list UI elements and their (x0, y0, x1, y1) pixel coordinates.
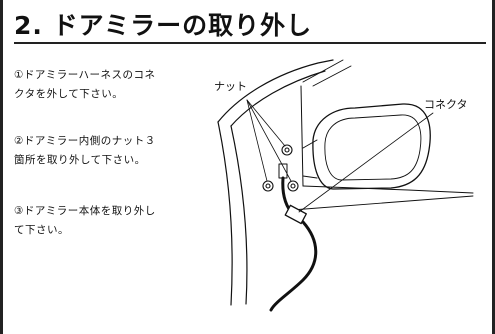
nut-leader-1 (246, 99, 286, 147)
title-underline (14, 42, 486, 44)
connector-label: コネクタ (424, 98, 468, 111)
page-title: 2. ドアミラーの取り外し (14, 11, 313, 40)
harness-lower (269, 220, 318, 312)
mirror-housing-inner (324, 114, 422, 181)
window-glass-line (302, 59, 344, 83)
nut-label: ナット (214, 80, 247, 93)
step-1-line-2: クタを外して下さい。 (14, 88, 124, 100)
nut-leader-2 (246, 99, 268, 182)
nut-right (287, 180, 299, 192)
door-frame-inner (230, 70, 326, 127)
door-lower-line (291, 195, 474, 211)
nut-left (262, 180, 274, 192)
window-glass-line-2 (312, 65, 352, 87)
step-2-line-1: ②ドアミラー内側のナット３ (14, 135, 156, 147)
door-pillar-edge-1 (217, 121, 233, 306)
step-2: ②ドアミラー内側のナット３ 箇所を取り外して下さい。 (14, 132, 204, 170)
step-3: ③ドアミラー本体を取り外し て下さい。 (14, 202, 204, 240)
door-mirror-diagram: ナット コネクタ (214, 59, 474, 312)
step-3-line-2: て下さい。 (14, 224, 69, 236)
nut-leader-3 (246, 99, 292, 182)
door-panel-bottom (302, 185, 474, 194)
connector-leader (298, 112, 434, 213)
mirror-housing (312, 103, 431, 190)
door-panel-edge (300, 85, 304, 187)
door-pillar-edge-2 (230, 125, 248, 305)
nut-top (281, 144, 293, 156)
step-3-line-1: ③ドアミラー本体を取り外し (14, 205, 156, 217)
step-1-line-1: ①ドアミラーハーネスのコネ (14, 69, 156, 81)
door-frame-outer (217, 59, 334, 123)
step-1: ①ドアミラーハーネスのコネ クタを外して下さい。 (14, 66, 204, 104)
step-2-line-2: 箇所を取り外して下さい。 (14, 154, 146, 166)
mirror-base (302, 139, 318, 179)
connector-body (284, 204, 307, 225)
